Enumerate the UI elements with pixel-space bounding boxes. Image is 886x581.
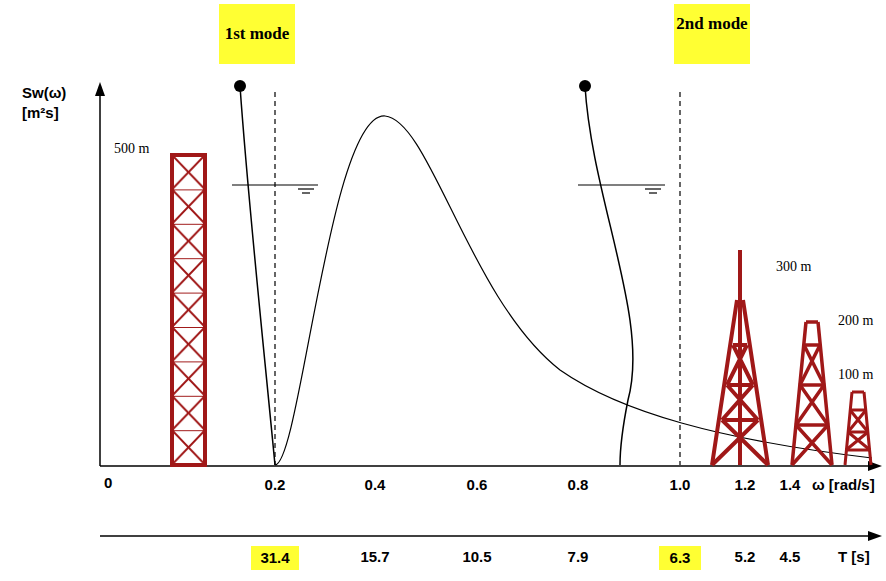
axis-title: ω [rad/s] xyxy=(812,476,875,494)
highlight-box: 31.4 xyxy=(251,546,299,570)
tick-value: 1.0 xyxy=(670,476,691,494)
axis-title: Sw(ω) xyxy=(22,84,66,102)
period-value: 31.4 xyxy=(251,549,299,567)
axis-unit: [m²s] xyxy=(22,104,59,122)
tick-value: 7.9 xyxy=(568,548,589,566)
tower-height: 500 m xyxy=(114,140,149,158)
mode-label-box: 1st mode xyxy=(219,4,295,64)
tower-height: 200 m xyxy=(838,312,873,330)
tower-height: 100 m xyxy=(838,366,873,384)
mode-label-box: 2nd mode xyxy=(674,4,750,64)
tick-value: 1.4 xyxy=(780,476,801,494)
tick-value: 1.2 xyxy=(735,476,756,494)
tick-value: 0.8 xyxy=(568,476,589,494)
tick-value: 15.7 xyxy=(360,548,389,566)
tick-value: 0.2 xyxy=(265,476,286,494)
period-value: 6.3 xyxy=(659,549,701,567)
mode-label: 2nd mode xyxy=(674,14,750,34)
axis-title: T [s] xyxy=(838,548,870,566)
tick-value: 10.5 xyxy=(462,548,491,566)
mode-label: 1st mode xyxy=(219,24,295,44)
tick-value: 0.4 xyxy=(365,476,386,494)
highlight-box: 6.3 xyxy=(659,546,701,570)
tower-height: 300 m xyxy=(776,258,811,276)
axis-origin: 0 xyxy=(104,474,112,492)
tick-value: 4.5 xyxy=(780,548,801,566)
tick-value: 5.2 xyxy=(735,548,756,566)
tick-value: 0.6 xyxy=(467,476,488,494)
